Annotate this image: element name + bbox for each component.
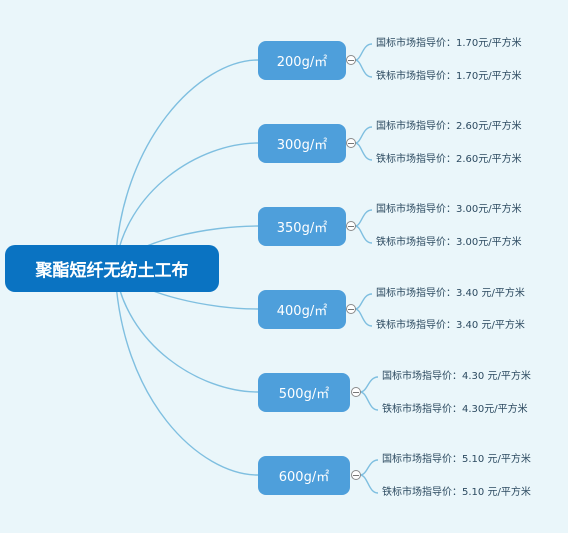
collapse-toggle-icon[interactable] — [346, 304, 356, 314]
branch-node-300[interactable]: 300g/㎡ — [258, 124, 346, 163]
leaf-rail-price[interactable]: 铁标市场指导价：3.00元/平方米 — [376, 237, 522, 248]
leaf-national-price[interactable]: 国标市场指导价：5.10 元/平方米 — [382, 454, 531, 465]
branch-node-200[interactable]: 200g/㎡ — [258, 41, 346, 80]
connector-600-rail — [359, 474, 379, 494]
branch-label: 500g/㎡ — [278, 387, 330, 402]
connector-400-rail — [354, 308, 373, 327]
root-label: 聚酯短纤无纺土工布 — [35, 261, 189, 281]
connector-root-600 — [114, 267, 259, 476]
connector-350-rail — [354, 225, 373, 244]
branch-label: 400g/㎡ — [276, 304, 328, 319]
connector-500-national — [359, 376, 379, 393]
leaf-rail-price[interactable]: 铁标市场指导价：3.40 元/平方米 — [376, 320, 525, 331]
branch-label: 300g/㎡ — [276, 138, 328, 153]
collapse-toggle-icon[interactable] — [346, 138, 356, 148]
leaf-national-price[interactable]: 国标市场指导价：1.70元/平方米 — [376, 38, 522, 49]
connector-400-national — [354, 293, 373, 310]
connector-root-500 — [114, 267, 259, 393]
connector-root-300 — [114, 142, 259, 269]
leaf-rail-price[interactable]: 铁标市场指导价：5.10 元/平方米 — [382, 487, 531, 498]
leaf-national-price[interactable]: 国标市场指导价：4.30 元/平方米 — [382, 371, 531, 382]
branch-label: 350g/㎡ — [276, 221, 328, 236]
branch-label: 200g/㎡ — [276, 55, 328, 70]
connector-300-national — [354, 126, 373, 144]
collapse-toggle-icon[interactable] — [351, 470, 361, 480]
branch-node-400[interactable]: 400g/㎡ — [258, 290, 346, 329]
collapse-toggle-icon[interactable] — [346, 55, 356, 65]
collapse-toggle-icon[interactable] — [346, 221, 356, 231]
leaf-national-price[interactable]: 国标市场指导价：3.00元/平方米 — [376, 204, 522, 215]
leaf-national-price[interactable]: 国标市场指导价：2.60元/平方米 — [376, 121, 522, 132]
branch-node-350[interactable]: 350g/㎡ — [258, 207, 346, 246]
branch-label: 600g/㎡ — [278, 470, 330, 485]
leaf-rail-price[interactable]: 铁标市场指导价：4.30元/平方米 — [382, 404, 528, 415]
leaf-rail-price[interactable]: 铁标市场指导价：2.60元/平方米 — [376, 154, 522, 165]
leaf-national-price[interactable]: 国标市场指导价：3.40 元/平方米 — [376, 288, 525, 299]
connector-root-200 — [114, 59, 259, 269]
connector-300-rail — [354, 142, 373, 161]
connector-200-rail — [354, 59, 373, 78]
connector-200-national — [354, 43, 373, 61]
root-node[interactable]: 聚酯短纤无纺土工布 — [5, 245, 219, 292]
collapse-toggle-icon[interactable] — [351, 387, 361, 397]
connector-500-rail — [359, 391, 379, 411]
connector-600-national — [359, 459, 379, 476]
branch-node-600[interactable]: 600g/㎡ — [258, 456, 350, 495]
connector-350-national — [354, 209, 373, 227]
leaf-rail-price[interactable]: 铁标市场指导价：1.70元/平方米 — [376, 71, 522, 82]
branch-node-500[interactable]: 500g/㎡ — [258, 373, 350, 412]
